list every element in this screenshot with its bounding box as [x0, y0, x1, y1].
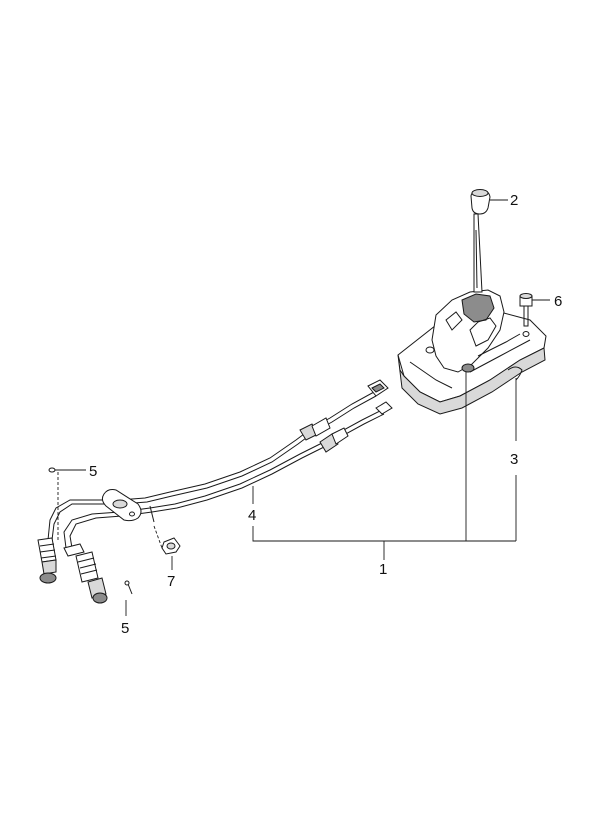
clip-pin-upper [48, 467, 66, 473]
bolt [519, 293, 533, 327]
shift-lever-assembly [397, 213, 547, 415]
callout-2: 2 [510, 192, 518, 209]
callout-1: 1 [379, 561, 387, 578]
shift-knob [470, 189, 491, 215]
callouts: 1 2 3 4 5 5 6 7 [89, 192, 562, 637]
callout-3: 3 [510, 451, 518, 468]
clip-pin-lower [124, 580, 133, 595]
leader-lines [57, 199, 550, 616]
callout-6: 6 [554, 293, 562, 310]
callout-5-lower: 5 [121, 620, 129, 637]
callout-4: 4 [248, 507, 256, 524]
callout-5-upper: 5 [89, 463, 97, 480]
callout-7: 7 [167, 573, 175, 590]
retaining-clip [507, 366, 523, 381]
nut [161, 537, 181, 555]
shift-cable-assembly [37, 379, 393, 604]
